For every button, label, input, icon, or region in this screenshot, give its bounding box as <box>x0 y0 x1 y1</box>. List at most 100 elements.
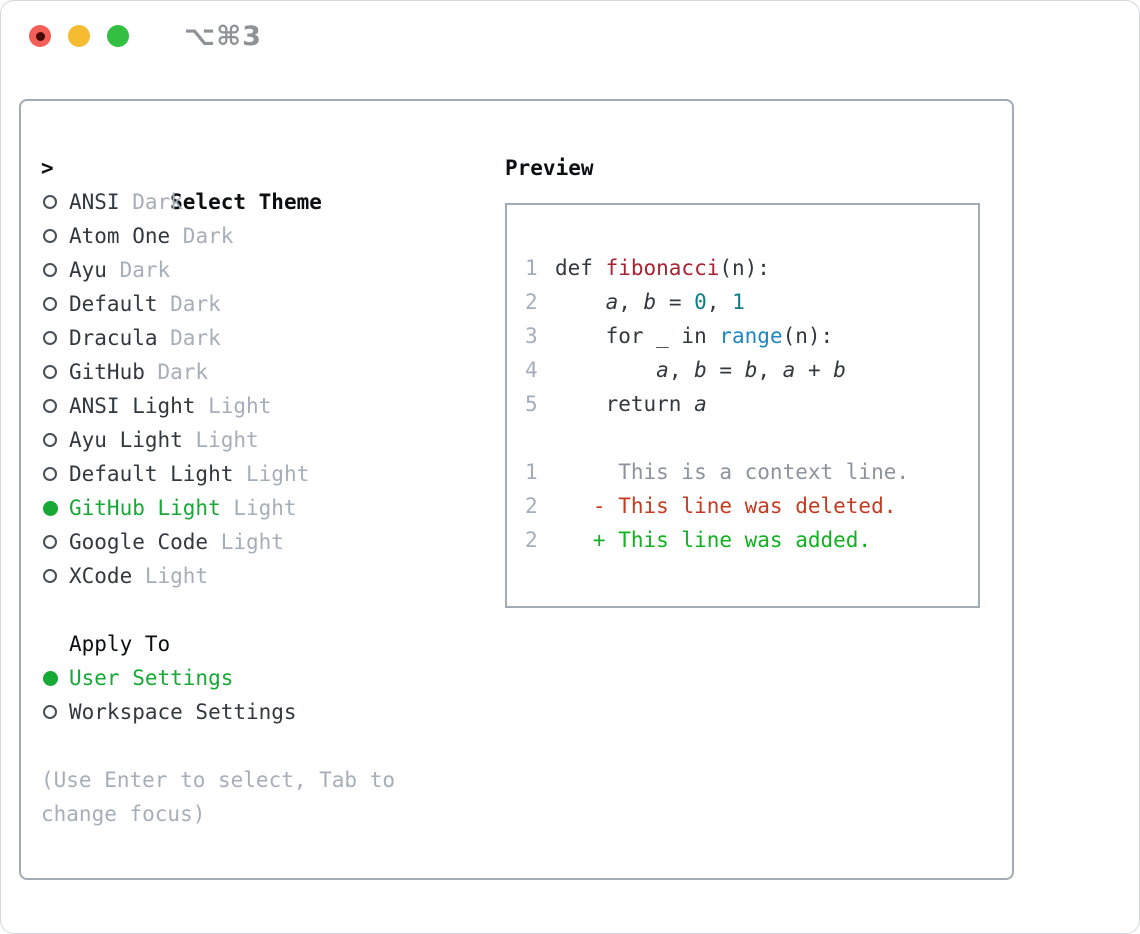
code-token-plain: (n): <box>782 324 834 348</box>
window-title: ⌥⌘3 <box>184 20 262 52</box>
theme-variant-label: Dark <box>144 360 209 384</box>
code-line: 1 def fibonacci(n): <box>525 251 978 285</box>
code-token-num: 1 <box>732 290 745 314</box>
titlebar: ⌥⌘3 <box>1 1 1139 71</box>
theme-variant-label: Light <box>233 462 310 486</box>
theme-variant-label: Light <box>220 496 297 520</box>
help-text: (Use Enter to select, Tab to change focu… <box>41 768 396 826</box>
theme-variant-label: Dark <box>157 292 221 316</box>
theme-item-google-code[interactable]: Google Code Light <box>21 525 491 559</box>
line-number: 2 <box>525 494 538 518</box>
theme-variant-label: Light <box>182 428 259 452</box>
theme-name: Atom One <box>69 224 171 248</box>
radio-icon <box>43 705 57 719</box>
theme-name: GitHub <box>69 360 145 384</box>
code-token-deleted: - This line was deleted. <box>555 494 897 518</box>
code-token-var: b <box>694 358 707 382</box>
line-number: 1 <box>525 460 538 484</box>
code-token-plain: return <box>555 392 695 416</box>
code-line: 4 a, b = b, a + b <box>525 353 978 387</box>
code-token-plain: for _ in <box>555 324 720 348</box>
theme-name: Ayu <box>69 258 107 282</box>
code-token-added: + This line was added. <box>555 528 872 552</box>
code-line: 5 return a <box>525 387 978 421</box>
theme-variant-label: Dark <box>119 190 183 214</box>
theme-item-default[interactable]: Default Dark <box>21 287 491 321</box>
preview-title: Preview <box>505 156 594 180</box>
radio-icon <box>43 467 57 481</box>
code-token-plain: , <box>706 290 733 314</box>
theme-item-github[interactable]: GitHub Dark <box>21 355 491 389</box>
zoom-button[interactable] <box>107 25 129 47</box>
theme-variant-label: Light <box>195 394 272 418</box>
code-token-var: a <box>656 358 669 382</box>
apply-option-workspace-settings[interactable]: Workspace Settings <box>21 695 491 729</box>
theme-variant-label: Light <box>208 530 284 554</box>
code-token-func: fibonacci <box>605 256 720 280</box>
theme-item-xcode[interactable]: XCode Light <box>21 559 491 593</box>
theme-item-ayu[interactable]: Ayu Dark <box>21 253 491 287</box>
apply-to-header: Apply To <box>69 632 171 656</box>
radio-icon <box>43 535 57 549</box>
radio-icon <box>43 399 57 413</box>
theme-item-ayu-light[interactable]: Ayu Light Light <box>21 423 491 457</box>
code-token-var: a <box>782 358 796 382</box>
code-token-plain: (n): <box>719 256 770 280</box>
theme-name: Default Light <box>69 462 234 486</box>
code-token-var: b <box>744 358 758 382</box>
close-button[interactable] <box>29 25 51 47</box>
code-token-plain <box>555 290 606 314</box>
code-token-plain: def <box>555 256 606 280</box>
code-token-plain: , <box>618 290 644 314</box>
apply-option-label: Workspace Settings <box>69 700 297 724</box>
theme-name: ANSI Light <box>69 394 196 418</box>
theme-item-github-light[interactable]: GitHub Light Light <box>21 491 491 525</box>
radio-icon <box>43 229 57 243</box>
radio-icon <box>43 365 57 379</box>
code-token-num: 0 <box>694 290 707 314</box>
line-number: 3 <box>525 324 538 348</box>
line-number: 5 <box>525 392 538 416</box>
code-token-var: a <box>694 392 707 416</box>
radio-selected-icon <box>43 670 58 686</box>
code-token-plain: = <box>656 290 695 314</box>
code-token-var: a <box>605 290 619 314</box>
theme-item-ansi-light[interactable]: ANSI Light Light <box>21 389 491 423</box>
code-token-var: b <box>833 358 846 382</box>
select-theme-header: > Select Theme <box>21 151 491 214</box>
code-token-plain: = <box>706 358 745 382</box>
minimize-button[interactable] <box>68 25 90 47</box>
theme-name: Default <box>69 292 158 316</box>
radio-icon <box>43 569 57 583</box>
select-theme-title: Select Theme <box>170 190 322 214</box>
theme-name: Ayu Light <box>69 428 183 452</box>
prompt-caret-icon: > <box>41 156 54 180</box>
radio-icon <box>43 195 57 209</box>
code-line: 1 This is a context line. <box>525 455 978 489</box>
theme-item-ansi[interactable]: ANSI Dark <box>21 185 491 219</box>
code-line: 2 a, b = 0, 1 <box>525 285 978 319</box>
code-token-plain: , <box>668 358 695 382</box>
theme-item-dracula[interactable]: Dracula Dark <box>21 321 491 355</box>
line-number: 1 <box>525 256 538 280</box>
apply-option-label: User Settings <box>69 666 234 690</box>
radio-icon <box>43 331 57 345</box>
code-token-plain <box>555 358 656 382</box>
theme-item-atom-one[interactable]: Atom One Dark <box>21 219 491 253</box>
line-number: 2 <box>525 290 538 314</box>
code-line: 2 - This line was deleted. <box>525 489 978 523</box>
apply-option-user-settings[interactable]: User Settings <box>21 661 491 695</box>
theme-item-default-light[interactable]: Default Light Light <box>21 457 491 491</box>
line-number: 2 <box>525 528 538 552</box>
close-dot-icon <box>35 31 45 41</box>
theme-variant-label: Dark <box>170 224 234 248</box>
code-token-plain: + <box>795 358 834 382</box>
code-line: 2 + This line was added. <box>525 523 978 557</box>
theme-name: XCode <box>69 564 133 588</box>
